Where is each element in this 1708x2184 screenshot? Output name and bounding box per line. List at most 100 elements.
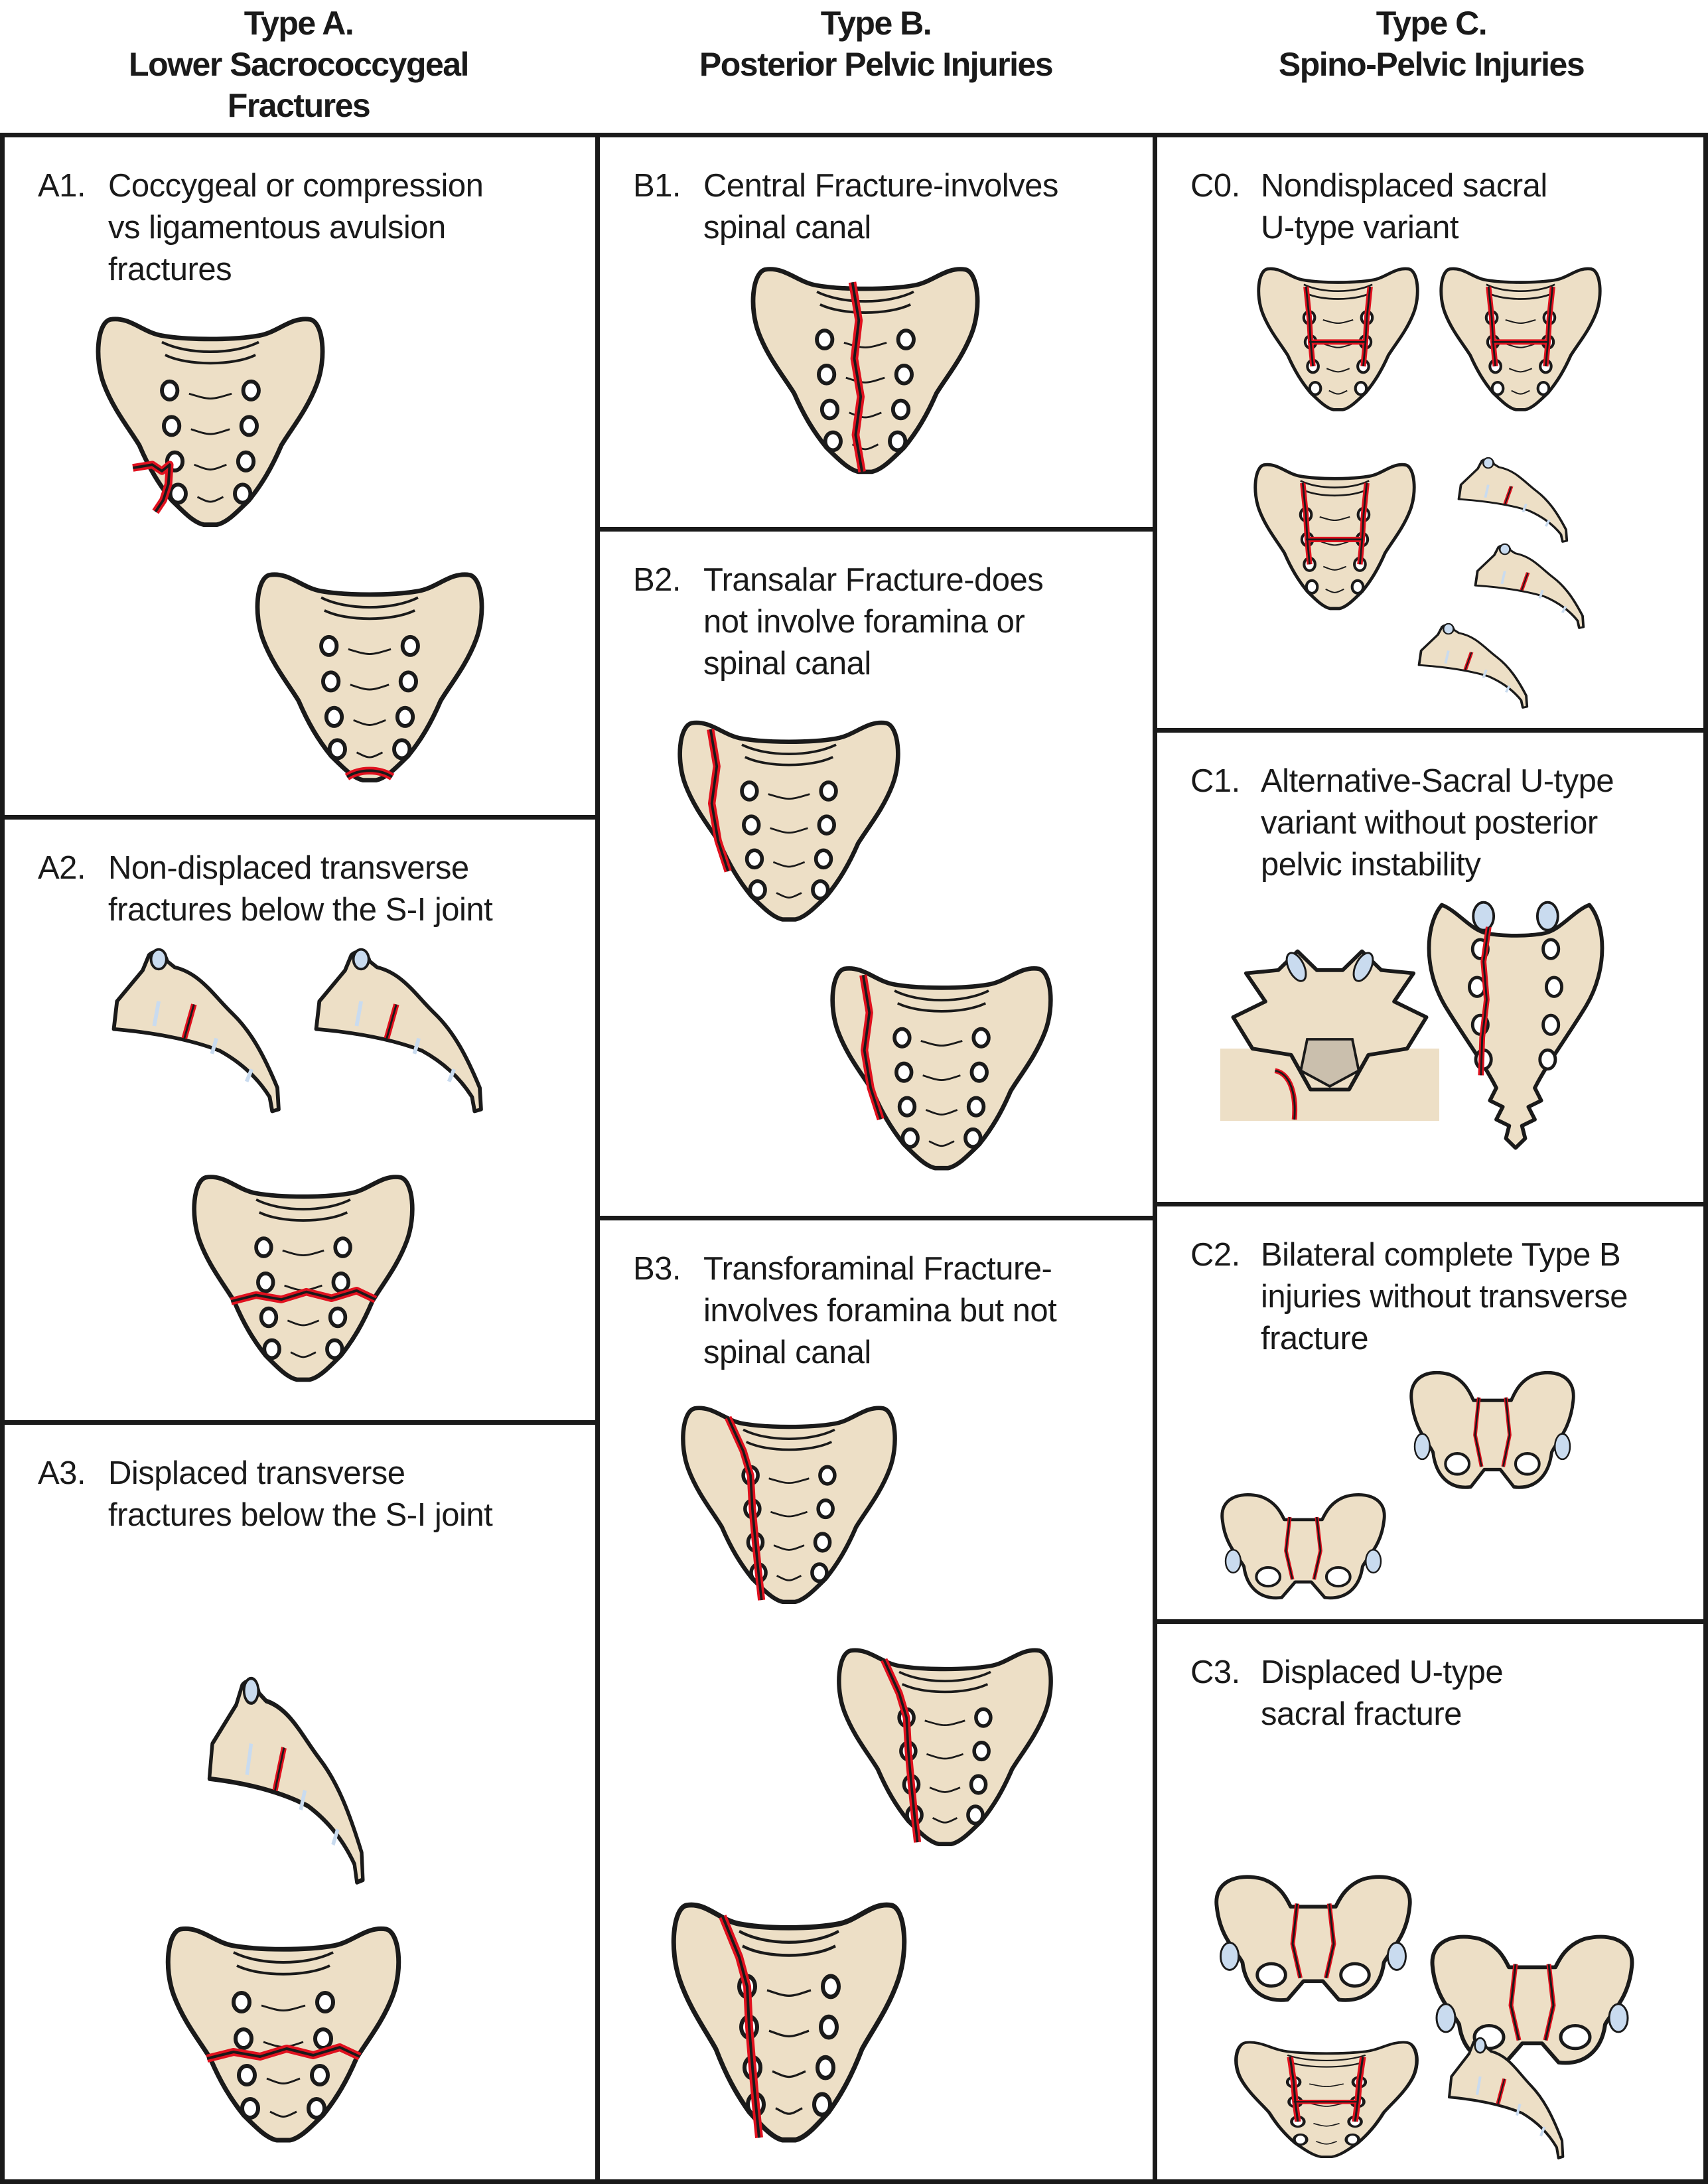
fracture-edge	[1510, 1964, 1555, 2041]
fracture-edge	[1474, 1397, 1511, 1467]
caption-line: injuries without transverse	[1261, 1279, 1628, 1315]
sacral-ridge	[1313, 2122, 1340, 2127]
column-header-type-c: Type C. Spino-Pelvic Injuries	[1155, 0, 1708, 133]
acetabulum	[1554, 1433, 1571, 1461]
cell-code: A1.	[38, 168, 86, 204]
fracture-edge	[230, 1289, 376, 1303]
cell-a3: A3. Displaced transverse fractures below…	[5, 1425, 595, 2179]
sacral-ridge	[768, 793, 810, 800]
sacral-foramen	[333, 1236, 352, 1258]
vertebra-body	[1231, 949, 1429, 1092]
facet-cartilage	[1535, 901, 1559, 932]
obturator-foramen	[1339, 1962, 1371, 1988]
sacral-ridge	[188, 392, 232, 400]
row-divider	[0, 1420, 597, 1425]
fracture-edge	[1504, 486, 1512, 504]
acetabulum	[1365, 1549, 1382, 1573]
sacral-promontory	[320, 596, 419, 620]
sacral-promontory	[743, 1428, 835, 1451]
facet-cartilage	[1472, 901, 1496, 932]
sacral-foramen	[894, 364, 914, 386]
pelvis-illustration	[1430, 1934, 1634, 2065]
sacral-foramen	[963, 1127, 983, 1149]
acetabulum	[1386, 1941, 1407, 1971]
column-divider	[1153, 133, 1157, 2184]
fracture-edge	[1285, 1516, 1322, 1580]
sacral-ridge	[929, 1786, 961, 1793]
obturator-foramen	[1444, 1452, 1471, 1476]
cell-caption: A3. Displaced transverse fractures below…	[38, 1453, 493, 1536]
spinal-canal	[1299, 1038, 1360, 1088]
cartilage-facet	[1482, 457, 1494, 469]
sacral-ridge	[350, 684, 390, 691]
posterior-sacrum-illustration	[1427, 901, 1604, 1150]
lateral-sacrum-body	[1457, 458, 1569, 543]
caption-line: fracture	[1261, 1321, 1369, 1356]
acetabulum	[1220, 1941, 1240, 1971]
sacral-foramen	[1308, 380, 1322, 396]
sacral-foramen	[1350, 579, 1365, 595]
acetabulum	[1435, 2003, 1457, 2033]
sacral-ridge	[1511, 390, 1530, 395]
cell-b3: B3. Transforaminal Fracture- involves fo…	[600, 1220, 1153, 2179]
sacral-ridge	[261, 2004, 306, 2011]
dorsal-foramen	[1538, 1048, 1557, 1071]
cell-caption: C3. Displaced U-type sacral fracture	[1190, 1652, 1504, 1735]
sacral-foramen	[307, 2097, 326, 2120]
sacral-ridge	[1508, 368, 1533, 373]
sacral-ridge	[766, 1989, 812, 1997]
row-divider	[597, 1216, 1155, 1220]
sacral-foramen	[742, 814, 761, 836]
row-divider	[1155, 1202, 1708, 1206]
sacral-foramen	[395, 705, 415, 728]
sacral-foramen	[262, 1338, 281, 1360]
cell-code: C0.	[1190, 168, 1240, 204]
cartilage-facet	[352, 948, 370, 971]
fracture-edge	[346, 769, 393, 778]
sacral-foramen	[1490, 380, 1505, 396]
cell-caption: A2. Non-displaced transverse fractures b…	[38, 847, 493, 931]
sacrum-fracture-illustration	[671, 1902, 907, 2143]
caption-line: Bilateral complete Type B	[1261, 1237, 1621, 1273]
sacral-foramen	[813, 1532, 832, 1553]
fracture-edge	[1487, 286, 1554, 367]
sacral-foramen	[969, 1774, 988, 1795]
caption-line: Non-displaced transverse	[108, 850, 469, 886]
cell-caption: B2. Transalar Fracture-does not involve …	[633, 559, 1044, 685]
caption-line: Transalar Fracture-does	[703, 562, 1044, 598]
sacral-foramen	[321, 670, 341, 693]
sacral-promontory	[739, 1930, 839, 1957]
lateral-sacrum-illustration	[207, 1676, 365, 1885]
cell-code: A2.	[38, 850, 86, 886]
sacrum-body	[255, 572, 484, 783]
sacral-promontory	[898, 1670, 991, 1694]
lateral-sacrum-body	[1448, 2038, 1565, 2159]
sacrum-body	[96, 317, 325, 528]
sacral-ridge	[290, 1351, 317, 1358]
cell-a1: A1. Coccygeal or compression vs ligament…	[5, 137, 595, 815]
sacral-ridge	[353, 719, 386, 726]
lateral-sacrum-illustration	[1417, 622, 1529, 709]
header-line: Posterior Pelvic Injuries	[699, 46, 1054, 83]
sacral-foramen	[966, 1804, 985, 1826]
caption-line: spinal canal	[703, 1335, 871, 1370]
sacral-foramen	[810, 1562, 829, 1583]
sacral-ridge	[768, 1477, 810, 1484]
obturator-foramen	[1559, 2024, 1592, 2051]
disc-remnant	[1476, 2076, 1546, 2137]
sacral-ridge	[1506, 343, 1535, 348]
sacrum-fracture-illustration	[192, 1175, 415, 1382]
sacral-ridge	[1320, 541, 1349, 546]
dorsal-foramen	[1541, 1013, 1561, 1036]
sacral-foramen	[239, 415, 259, 437]
sacrum-body	[1257, 267, 1419, 411]
fracture-edge	[709, 729, 730, 872]
pelvis-body	[1409, 1370, 1575, 1489]
column-header-type-b: Type B. Posterior Pelvic Injuries	[597, 0, 1155, 133]
facet-cartilage	[1285, 952, 1307, 982]
sacral-foramen	[894, 1061, 914, 1083]
lateral-sacrum-body	[1417, 624, 1529, 709]
fracture-edge	[861, 975, 883, 1120]
sacral-foramen	[241, 379, 261, 401]
sacrum-fracture-illustration	[837, 1648, 1053, 1847]
